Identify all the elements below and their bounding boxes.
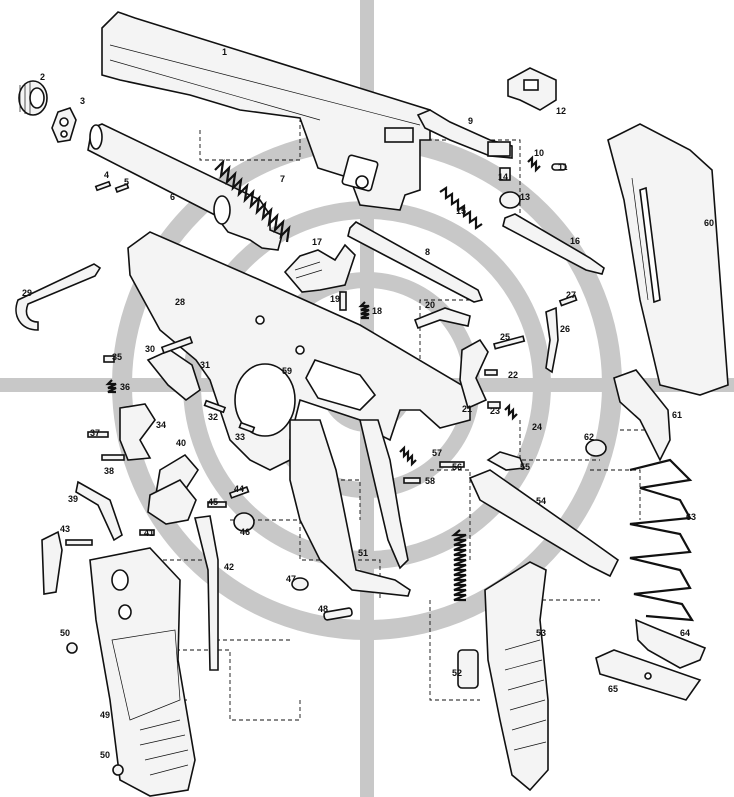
part-number-label: 50 [100, 750, 110, 760]
part-number-label: 6 [170, 192, 175, 202]
part-slide [101, 11, 431, 211]
part-number-label: 5 [124, 177, 129, 187]
part-small-internals [41, 336, 353, 671]
part-number-label: 45 [208, 497, 218, 507]
part-number-label: 55 [520, 462, 530, 472]
part-magazine-spring [629, 458, 695, 622]
part-number-label: 2 [40, 72, 45, 82]
part-number-label: 37 [90, 428, 100, 438]
part-18-19-20 [339, 291, 471, 330]
part-number-label: 46 [240, 527, 250, 537]
part-right-grip [484, 561, 549, 792]
part-number-label: 25 [500, 332, 510, 342]
part-recoil-spring [214, 158, 291, 243]
part-number-label: 64 [680, 628, 690, 638]
part-number-label: 33 [235, 432, 245, 442]
part-number-label: 8 [425, 247, 430, 257]
part-number-label: 32 [208, 412, 218, 422]
part-number-label: 4 [104, 170, 109, 180]
part-number-label: 20 [425, 300, 435, 310]
part-pins-4-5 [94, 180, 130, 193]
part-number-label: 60 [704, 218, 714, 228]
part-number-label: 65 [608, 684, 618, 694]
part-magazine [607, 123, 729, 396]
part-number-label: 49 [100, 710, 110, 720]
part-number-label: 53 [536, 628, 546, 638]
part-number-label: 18 [372, 306, 382, 316]
part-number-label: 24 [532, 422, 542, 432]
part-number-label: 48 [318, 604, 328, 614]
part-number-label: 15 [456, 206, 466, 216]
part-number-label: 42 [224, 562, 234, 572]
part-number-label: 39 [68, 494, 78, 504]
part-number-label: 22 [508, 370, 518, 380]
part-number-label: 50 [60, 628, 70, 638]
part-61-62 [585, 369, 671, 462]
part-number-label: 11 [558, 162, 568, 172]
part-base-plate [595, 649, 702, 701]
part-number-label: 23 [490, 406, 500, 416]
part-number-label: 12 [556, 106, 566, 116]
part-number-label: 59 [282, 366, 292, 376]
part-number-label: 63 [686, 512, 696, 522]
part-number-label: 58 [425, 476, 435, 486]
part-slide-stop [283, 243, 356, 293]
part-number-label: 34 [156, 420, 166, 430]
part-guide-rod [347, 221, 484, 303]
part-number-label: 13 [520, 192, 530, 202]
part-washer [51, 107, 77, 143]
part-number-label: 30 [145, 344, 155, 354]
part-10-11 [527, 155, 567, 173]
part-number-label: 52 [452, 668, 462, 678]
part-number-label: 51 [358, 548, 368, 558]
part-21-27 [459, 294, 578, 421]
part-rear-sight [507, 67, 557, 111]
part-barrel [87, 123, 283, 251]
part-number-label: 54 [536, 496, 546, 506]
part-number-label: 21 [462, 404, 472, 414]
part-number-label: 31 [200, 360, 210, 370]
part-bushing [18, 80, 48, 116]
part-number-label: 57 [432, 448, 442, 458]
part-mainspring-housing [289, 419, 411, 597]
part-number-label: 62 [584, 432, 594, 442]
part-labels: 1234567891011121314151617181920212223242… [22, 47, 714, 760]
part-number-label: 17 [312, 237, 322, 247]
part-trigger-bar [468, 469, 620, 578]
part-number-label: 44 [234, 484, 244, 494]
part-number-label: 43 [60, 524, 70, 534]
part-left-grip [89, 547, 196, 797]
part-follower [635, 618, 707, 669]
part-number-label: 61 [672, 410, 682, 420]
part-number-label: 26 [560, 324, 570, 334]
part-mainspring [450, 529, 479, 689]
part-number-label: 36 [120, 382, 130, 392]
part-55-58 [399, 445, 526, 484]
part-number-label: 19 [330, 294, 340, 304]
part-number-label: 40 [176, 438, 186, 448]
part-number-label: 10 [534, 148, 544, 158]
part-number-label: 28 [175, 297, 185, 307]
part-number-label: 38 [104, 466, 114, 476]
part-number-label: 3 [80, 96, 85, 106]
part-screws-50 [66, 642, 124, 776]
part-number-label: 16 [570, 236, 580, 246]
part-number-label: 9 [468, 116, 473, 126]
part-number-label: 35 [112, 352, 122, 362]
part-extractor [416, 109, 513, 159]
part-number-label: 41 [144, 528, 154, 538]
part-number-label: 1 [222, 47, 227, 57]
part-tool [15, 263, 102, 331]
part-number-label: 56 [452, 462, 462, 472]
part-number-label: 14 [498, 172, 508, 182]
part-number-label: 7 [280, 174, 285, 184]
part-firing-pin-group [439, 167, 605, 275]
part-frame [127, 231, 471, 471]
part-number-label: 29 [22, 288, 32, 298]
part-number-label: 27 [566, 290, 576, 300]
part-number-label: 47 [286, 574, 296, 584]
